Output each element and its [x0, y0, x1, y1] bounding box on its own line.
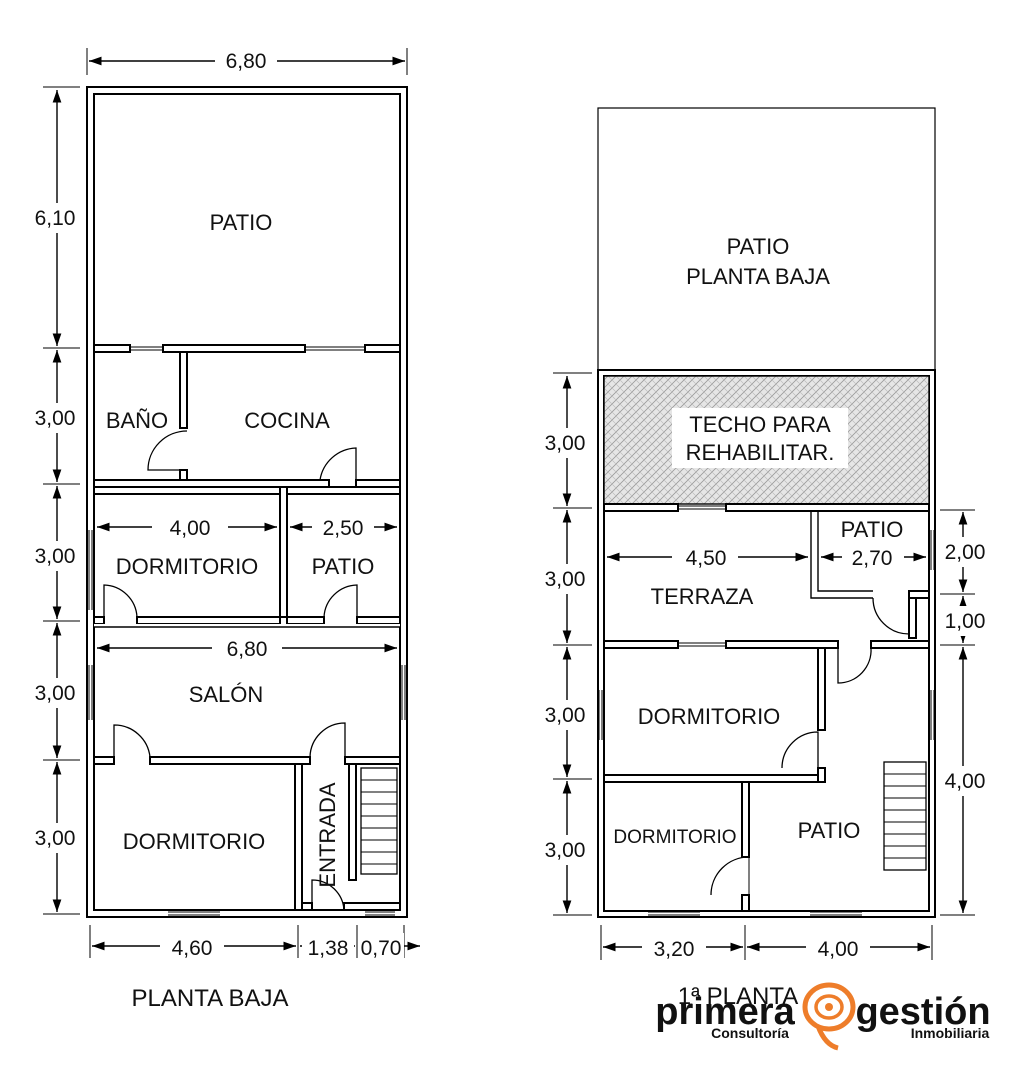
ground-floor-title: PLANTA BAJA — [132, 985, 289, 1012]
dim-terraza-width: 4,50 — [686, 547, 727, 570]
dim-ground-top-width: 6,80 — [226, 50, 267, 73]
room-label-dormitorio-1: DORMITORIO — [116, 554, 259, 579]
dim-patio-width: 2,50 — [323, 517, 364, 540]
dim-ground-bottom-1: 4,60 — [172, 937, 213, 960]
room-label-dormitorio-first-2: DORMITORIO — [613, 827, 736, 848]
stairs-ground — [360, 767, 398, 875]
label-patio-below-1: PATIO — [727, 234, 790, 259]
dim-dorm-width: 4,00 — [170, 517, 211, 540]
dim-first-left-3: 3,00 — [545, 704, 586, 727]
label-patio-below-2: PLANTA BAJA — [686, 264, 830, 289]
dim-first-bottom-1: 3,20 — [654, 938, 695, 961]
ground-left-dimensions: 6,10 3,00 3,00 3,00 3,00 — [26, 86, 84, 915]
room-label-cocina: COCINA — [244, 408, 330, 433]
first-bottom-dimensions: 3,20 4,00 — [600, 925, 933, 962]
first-floor-plan: PATIO PLANTA BAJA TECHO PARA REHABILITAR… — [536, 107, 994, 1010]
logo-sub-consultoria: Consultoría — [711, 1025, 789, 1041]
logo-word-gestion: gestión — [855, 991, 990, 1033]
stairs-first — [883, 761, 927, 871]
first-right-dimensions: 2,00 1,00 4,00 — [936, 509, 994, 916]
room-label-patio-small-first: PATIO — [841, 517, 904, 542]
logo-swirl-icon — [802, 982, 856, 1051]
ground-floor-plan: PATIO BAÑO COCINA DORMITORIO PATIO SALÓN… — [26, 47, 420, 1012]
dim-first-left-4: 3,00 — [545, 839, 586, 862]
wall-patio-kitchen — [93, 344, 401, 353]
ground-bottom-dimensions: 4,60 1,38 0,70 — [89, 925, 420, 961]
label-techo-1: TECHO PARA — [689, 412, 831, 437]
logo-sub-inmobiliaria: Inmobiliaria — [911, 1025, 990, 1041]
room-label-salon: SALÓN — [189, 682, 264, 707]
dim-patio-first-width: 2,70 — [852, 547, 893, 570]
first-floor-title: 1ª PLANTA — [678, 983, 798, 1010]
room-label-entrada: ENTRADA — [315, 782, 340, 887]
room-label-patio-first: PATIO — [798, 818, 861, 843]
label-techo-2: REHABILITAR. — [686, 440, 835, 465]
dim-ground-salon-height: 3,00 — [35, 682, 76, 705]
room-label-patio: PATIO — [210, 210, 273, 235]
room-label-dormitorio-2: DORMITORIO — [123, 829, 266, 854]
logo-word-primera: primera — [655, 991, 795, 1033]
room-label-patio-small: PATIO — [312, 554, 375, 579]
dim-ground-bottom-2: 1,38 — [308, 937, 349, 960]
room-label-dormitorio-first-1: DORMITORIO — [638, 704, 781, 729]
dim-first-right-1: 2,00 — [945, 541, 986, 564]
dim-first-left-2: 3,00 — [545, 568, 586, 591]
dim-ground-bottom-3: 0,70 — [361, 937, 402, 960]
first-left-dimensions: 3,00 3,00 3,00 3,00 — [536, 372, 596, 916]
room-label-terraza: TERRAZA — [651, 584, 754, 609]
room-label-bano: BAÑO — [106, 408, 168, 433]
dim-ground-dorm1-height: 3,00 — [35, 545, 76, 568]
dim-first-right-2: 1,00 — [945, 610, 986, 633]
dim-first-left-1: 3,00 — [545, 432, 586, 455]
company-logo: primera gestión Consultoría Inmobiliaria — [655, 982, 991, 1051]
dim-ground-bano-height: 3,00 — [35, 407, 76, 430]
dim-salon-width: 6,80 — [227, 638, 268, 661]
dim-ground-patio-height: 6,10 — [35, 207, 76, 230]
dim-ground-dorm2-height: 3,00 — [35, 827, 76, 850]
dim-first-right-3: 4,00 — [945, 770, 986, 793]
dim-first-bottom-2: 4,00 — [818, 938, 859, 961]
